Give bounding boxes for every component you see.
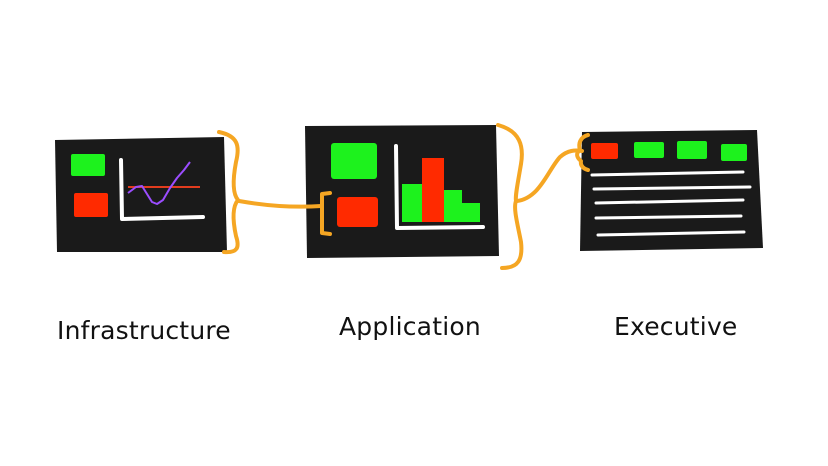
app-status-tile-red: [337, 197, 378, 227]
app-status-tile-green: [331, 143, 377, 179]
brace-left-application: [320, 191, 332, 236]
exec-kpi-tile-green-2: [677, 141, 707, 159]
exec-report-line-5: [596, 230, 746, 237]
executive-panel: [580, 130, 763, 251]
stage-label-executive: Executive: [614, 312, 738, 341]
infra-status-tile-green: [71, 154, 105, 176]
exec-kpi-tile-green-1: [634, 142, 664, 158]
executive-dashboard: [580, 130, 763, 251]
exec-report-line-2: [592, 185, 752, 191]
brace-right-application: [496, 123, 524, 270]
app-bar-3: [444, 190, 462, 222]
brace-left-executive: [575, 133, 590, 172]
application-dashboard: [305, 125, 499, 258]
stage-label-application: Application: [339, 312, 481, 341]
infra-chart-axes: [119, 158, 205, 221]
infrastructure-dashboard: [55, 137, 227, 252]
stage-label-infrastructure: Infrastructure: [57, 316, 231, 345]
infra-trend-line: [127, 161, 191, 205]
exec-kpi-tile-green-3: [721, 144, 747, 161]
app-bar-4: [462, 203, 480, 222]
connector-line-app-exec: [515, 148, 584, 203]
connector-infra-to-app: [217, 130, 332, 255]
app-chart-axes: [394, 144, 485, 230]
connector-app-to-exec: [496, 123, 590, 270]
exec-report-lines: [590, 170, 752, 237]
exec-report-line-1: [590, 170, 745, 177]
exec-kpi-tile-red: [591, 143, 618, 159]
infra-status-tile-red: [74, 193, 108, 217]
exec-report-line-4: [594, 214, 743, 220]
app-bar-2: [422, 158, 444, 222]
connector-line-infra-app: [237, 199, 323, 209]
app-bar-1: [402, 184, 422, 222]
exec-report-line-3: [594, 198, 745, 205]
